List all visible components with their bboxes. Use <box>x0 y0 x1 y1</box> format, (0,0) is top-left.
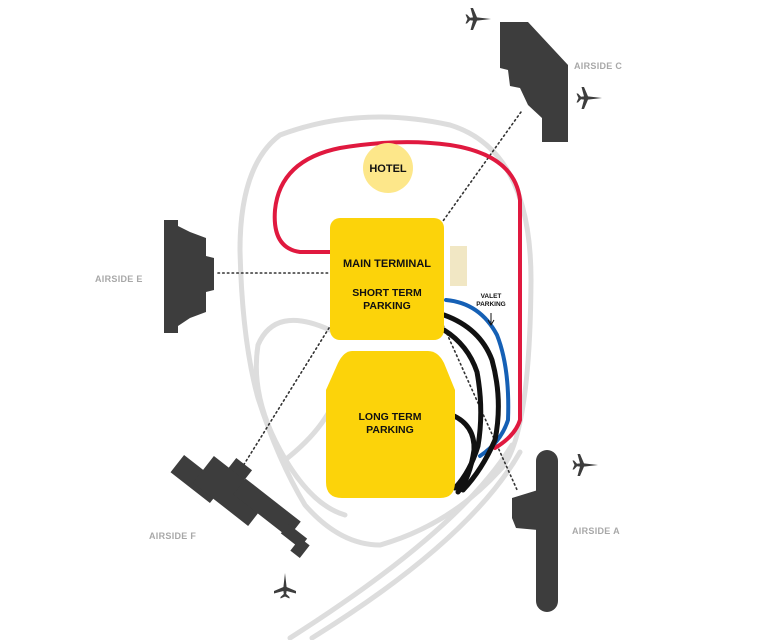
route-blue <box>444 298 511 458</box>
long-term-parking-label-line1: LONG TERM <box>359 411 422 423</box>
airplane-icon <box>465 8 491 30</box>
airside-a-building <box>512 450 558 612</box>
airside-e-building <box>164 220 214 333</box>
airplane-icon <box>572 454 598 476</box>
terminal-annex <box>450 246 467 286</box>
route-black-1 <box>441 312 501 493</box>
long-term-parking-building <box>326 351 455 498</box>
main-terminal-label: MAIN TERMINAL <box>343 258 431 270</box>
access-road-2 <box>309 449 523 640</box>
valet-parking-label-line1: VALET <box>481 293 502 300</box>
valet-arrow-icon <box>487 313 495 326</box>
tram-link-f <box>242 319 335 467</box>
short-term-parking-label-line2: PARKING <box>363 300 411 312</box>
parking-routes <box>272 140 522 495</box>
valet-parking-label-line2: PARKING <box>476 301 506 308</box>
tram-link-c <box>437 111 522 229</box>
main-terminal-building <box>330 218 444 340</box>
long-term-parking-label-line2: PARKING <box>366 424 414 436</box>
airplane-icon <box>576 87 602 109</box>
short-term-parking-label-line1: SHORT TERM <box>352 287 422 299</box>
route-black-3 <box>449 412 477 495</box>
airside-c-label: AIRSIDE C <box>574 61 622 71</box>
outer-ring-road <box>237 114 534 548</box>
airside-a-label: AIRSIDE A <box>572 526 620 536</box>
airplane-icon <box>274 573 296 599</box>
airside-e-label: AIRSIDE E <box>95 274 143 284</box>
access-road-1 <box>287 442 515 640</box>
inner-loop-road <box>253 317 348 518</box>
hotel-label: HOTEL <box>369 163 407 175</box>
airside-c-building <box>500 22 568 142</box>
airside-f-building <box>170 454 310 558</box>
hotel-building <box>363 143 413 193</box>
airside-f-label: AIRSIDE F <box>149 531 196 541</box>
road-network <box>237 114 534 640</box>
route-red <box>272 140 522 450</box>
